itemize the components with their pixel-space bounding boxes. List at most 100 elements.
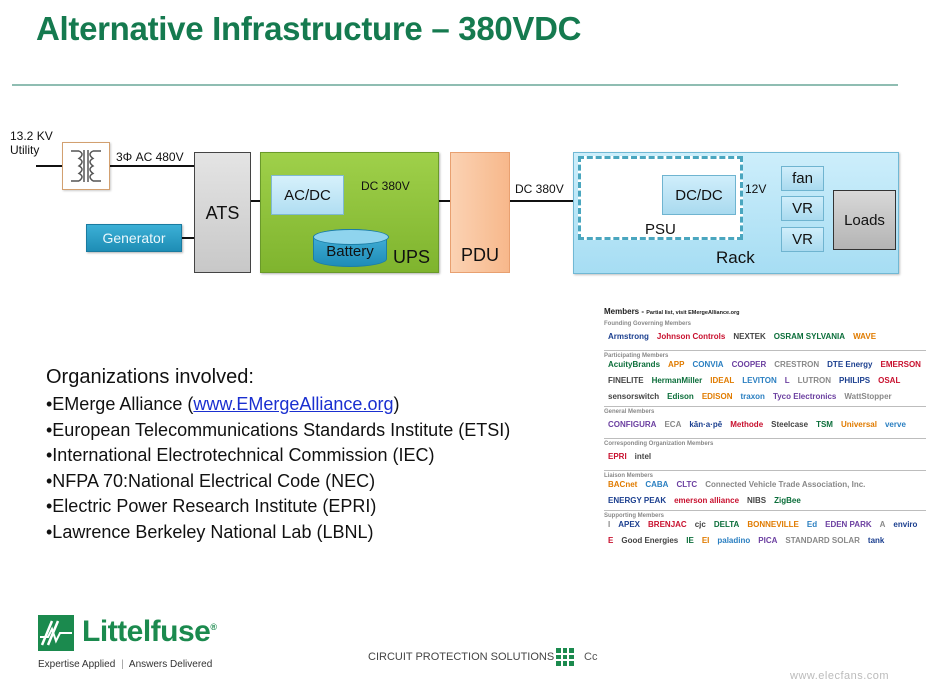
member-logo: EMERSON [880, 360, 921, 369]
members-section-heading: Liaison Members [604, 473, 654, 479]
vr-block-1: VR [781, 196, 824, 221]
member-logo: EI [701, 536, 710, 545]
member-logo: L [784, 376, 790, 385]
member-logo: Methode [730, 420, 764, 429]
rack-block: PSU DC/DC 12V fan VR VR Loads Rack [573, 152, 899, 274]
member-logo: IE [686, 536, 694, 545]
member-logo: ENERGY PEAK [608, 496, 667, 505]
member-logo: A [879, 520, 886, 529]
member-logo: OSRAM SYLVANIA [773, 332, 846, 341]
loads-block: Loads [833, 190, 896, 250]
battery: Battery [313, 229, 389, 267]
emerge-alliance-link[interactable]: www.EMergeAlliance.org [193, 394, 394, 414]
ups-block: AC/DC DC 380V Battery UPS [260, 152, 439, 273]
transformer-icon [71, 150, 101, 182]
members-logo-row: Armstrong Johnson Controls NEXTEK OSRAM SYL… [604, 327, 926, 347]
acdc-converter: AC/DC [271, 175, 344, 215]
member-logo: PHILIPS [839, 376, 871, 385]
members-subtitle: Partial list, visit EMergeAlliance.org [646, 310, 740, 316]
member-logo: LUTRON [797, 376, 831, 385]
member-logo: CONFIGURA [608, 420, 657, 429]
member-logo: IDEAL [710, 376, 735, 385]
battery-label: Battery [326, 242, 374, 260]
members-section-heading: Supporting Members [604, 513, 665, 519]
organizations-heading: Organizations involved: [46, 366, 254, 388]
org-emerge-suffix: ) [393, 394, 400, 414]
member-logo: Edison [667, 392, 694, 401]
psu-boundary: PSU [578, 156, 743, 240]
member-logo: sensorswitch [608, 392, 660, 401]
transformer [62, 142, 110, 190]
member-logo: verve [884, 420, 906, 429]
member-logo: Universal [840, 420, 877, 429]
member-logo: Armstrong [608, 332, 649, 341]
member-logo: AcuityBrands [608, 360, 661, 369]
littelfuse-mark-icon [38, 615, 74, 651]
member-logo: COOPER [731, 360, 767, 369]
member-logo: BONNEVILLE [747, 520, 799, 529]
member-logo: Good Energies [621, 536, 679, 545]
member-logo: I [608, 520, 611, 529]
members-panel: Members - Partial list, visit EMergeAlli… [604, 301, 926, 689]
member-logo: CABA [645, 480, 669, 489]
ups-label: UPS [392, 247, 430, 267]
member-logo: FINELITE [608, 376, 644, 385]
member-logo: WattStopper [844, 392, 892, 401]
footer-tail-text: Cc [584, 651, 598, 663]
grid-dots-icon [556, 648, 574, 666]
vr-block-2: VR [781, 227, 824, 252]
members-section-heading: Participating Members [604, 353, 669, 359]
member-logo: STANDARD SOLAR [785, 536, 860, 545]
member-logo: Ed [806, 520, 818, 529]
generator-block: Generator [86, 224, 182, 252]
dc-380-ups-label: DC 380V [361, 179, 410, 193]
tagline-separator: | [121, 659, 124, 670]
psu-label: PSU [645, 221, 676, 238]
member-logo: EDEN PARK [825, 520, 872, 529]
12v-label: 12V [745, 182, 767, 196]
member-logo: DTE Energy [827, 360, 873, 369]
member-logo: CRESTRON [774, 360, 820, 369]
member-logo: BRENJAC [648, 520, 687, 529]
rack-label: Rack [716, 248, 755, 267]
member-logo: Tyco Electronics [772, 392, 837, 401]
org-emerge-prefix: •EMerge Alliance ( [46, 394, 194, 414]
member-logo: OSAL [878, 376, 901, 385]
org-item-etsi: •European Telecommunications Standards I… [46, 419, 511, 440]
members-section-heading: Corresponding Organization Members [604, 441, 714, 447]
member-logo: Johnson Controls [656, 332, 726, 341]
member-logo: E [608, 536, 614, 545]
member-logo: EPRI [608, 452, 627, 461]
member-logo: DELTA [713, 520, 740, 529]
member-logo: traxon [740, 392, 765, 401]
ac-480-label: 3Φ AC 480V [116, 150, 184, 164]
member-logo: NIBS [747, 496, 767, 505]
brand-name: Littelfuse [82, 615, 211, 648]
members-logo-row: EPRI intel [604, 447, 926, 467]
member-logo: enviro [893, 520, 918, 529]
member-logo: BACnet [608, 480, 638, 489]
member-logo: LEVITON [742, 376, 777, 385]
members-section-divider [604, 438, 926, 439]
member-logo: tank [867, 536, 885, 545]
watermark: www.elecfans.com [790, 670, 890, 682]
member-logo: NEXTEK [733, 332, 766, 341]
member-logo: kān·a·pē [689, 420, 723, 429]
utility-label: Utility [10, 143, 40, 157]
member-logo: TSM [816, 420, 833, 429]
member-logo: ECA [664, 420, 682, 429]
member-logo: PICA [758, 536, 778, 545]
utility-voltage-label: 13.2 KV [10, 129, 53, 143]
org-item-iec: •International Electrotechnical Commissi… [46, 445, 435, 465]
member-logo: intel [634, 452, 652, 461]
members-section-divider [604, 510, 926, 511]
member-logo: cjc [694, 520, 706, 529]
registered-mark: ® [210, 622, 217, 632]
slide-title: Alternative Infrastructure – 380VDC [36, 10, 582, 47]
members-title: Members - [604, 307, 647, 316]
member-logo: paladino [717, 536, 751, 545]
tagline-left: Expertise Applied [38, 659, 116, 670]
